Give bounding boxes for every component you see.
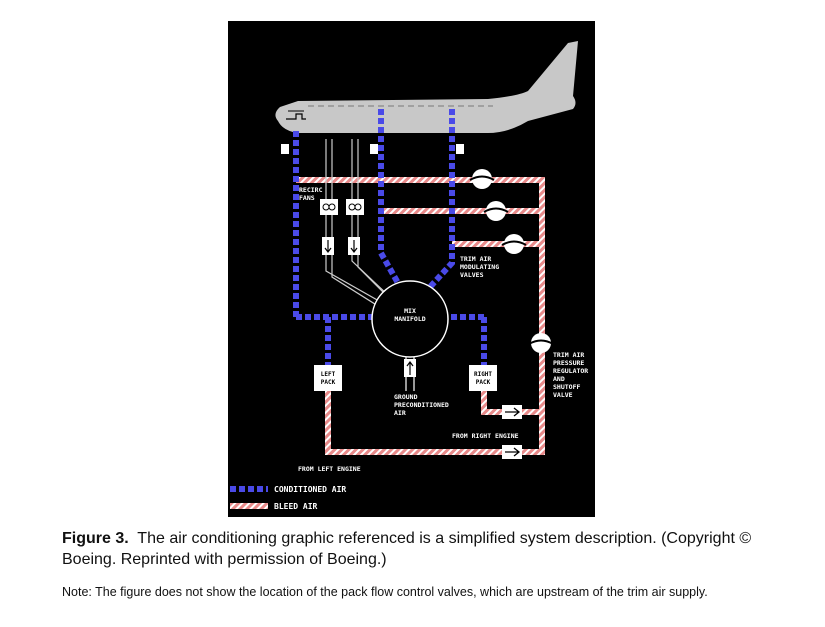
recirc-ducts <box>325 139 393 312</box>
trim-air-valves-label-1: TRIM AIR <box>460 255 491 263</box>
ground-air-label-3: AIR <box>394 409 406 417</box>
ground-air-label-2: PRECONDITIONED <box>394 401 449 409</box>
figure-note: Note: The figure does not show the locat… <box>62 585 708 599</box>
legend-conditioned-label: CONDITIONED AIR <box>274 485 346 494</box>
engine-check-valves <box>502 405 522 459</box>
right-pack-label-1: RIGHT <box>474 371 492 378</box>
trim-air-pressure-label-2: PRESSURE <box>553 359 584 367</box>
recirc-fans-label-1: RECIRC <box>299 186 323 194</box>
diagram-legend <box>230 486 268 509</box>
from-left-engine-label: FROM LEFT ENGINE <box>298 465 361 473</box>
legend-bleed-label: BLEED AIR <box>274 502 318 511</box>
figure-caption: Figure 3. The air conditioning graphic r… <box>62 528 782 570</box>
cabin-outlets <box>281 144 464 154</box>
ground-air-connection <box>404 357 416 391</box>
recirc-fans-label-2: FANS <box>299 194 315 202</box>
caption-label: Figure 3. <box>62 530 129 547</box>
right-pack-label-2: PACK <box>476 379 491 386</box>
ground-air-label-1: GROUND <box>394 393 418 401</box>
trim-air-pressure-label-1: TRIM AIR <box>553 351 584 359</box>
mix-manifold-label-2: MANIFOLD <box>394 315 425 323</box>
trim-air-valves-label-3: VALVES <box>460 271 484 279</box>
conditioned-air-ducts <box>293 109 487 369</box>
mix-manifold <box>371 280 449 358</box>
from-right-engine-label: FROM RIGHT ENGINE <box>452 432 519 440</box>
aircraft-fuselage <box>275 41 578 133</box>
left-pack-label-1: LEFT <box>321 371 336 378</box>
trim-air-pressure-regulator-valve <box>528 333 554 353</box>
air-conditioning-diagram: RECIRC FANS TRIM AIR MODULATING VALVES M… <box>228 21 595 517</box>
mix-manifold-label-1: MIX <box>404 307 416 315</box>
left-pack-label-2: PACK <box>321 379 336 386</box>
trim-air-modulating-valves <box>469 169 527 254</box>
right-pack <box>469 365 497 391</box>
left-pack <box>314 365 342 391</box>
caption-text: The air conditioning graphic referenced … <box>62 530 752 568</box>
trim-air-pressure-label-6: VALVE <box>553 391 573 399</box>
legend-bleed-swatch <box>230 503 268 509</box>
trim-air-valves-label-2: MODULATING <box>460 263 499 271</box>
trim-air-pressure-label-4: AND <box>553 375 565 383</box>
trim-air-pressure-label-5: SHUTOFF <box>553 383 580 391</box>
trim-air-pressure-label-3: REGULATOR <box>553 367 588 375</box>
recirc-fans <box>320 199 364 255</box>
